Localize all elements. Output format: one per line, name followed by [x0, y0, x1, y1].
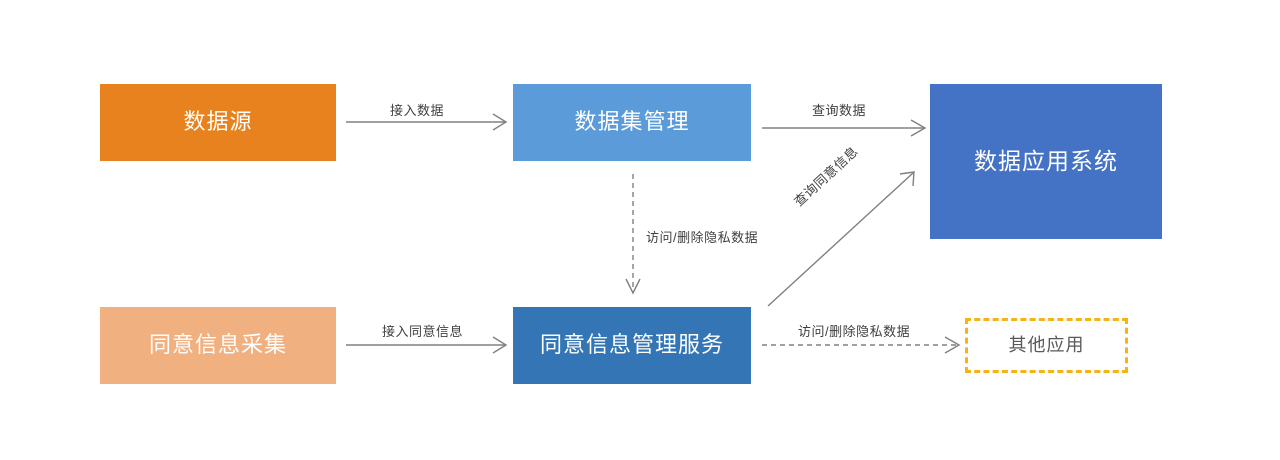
edge-label-ingest-consent-info: 接入同意信息 [382, 324, 464, 339]
node-dataset-management[interactable]: 数据集管理 [513, 84, 751, 161]
node-consent-management-service-label: 同意信息管理服务 [539, 332, 724, 358]
edge-access-delete-private-data-vertical [625, 174, 641, 295]
edge-label-ingest-data: 接入数据 [390, 103, 445, 118]
edge-label-query-data: 查询数据 [812, 103, 867, 118]
node-data-application-system[interactable]: 数据应用系统 [930, 84, 1162, 239]
edge-label-access-delete-private-data-vertical: 访问/删除隐私数据 [646, 230, 759, 245]
node-other-applications[interactable]: 其他应用 [965, 318, 1128, 373]
node-consent-collection[interactable]: 同意信息采集 [100, 307, 336, 384]
node-data-application-system-label: 数据应用系统 [974, 147, 1118, 174]
node-consent-collection-label: 同意信息采集 [148, 332, 287, 358]
node-datasource[interactable]: 数据源 [100, 84, 336, 161]
node-datasource-label: 数据源 [183, 109, 253, 135]
edge-query-data [762, 119, 927, 137]
edge-label-query-consent-info: 查询同意信息 [791, 143, 861, 210]
node-consent-management-service[interactable]: 同意信息管理服务 [513, 307, 751, 384]
node-dataset-management-label: 数据集管理 [574, 109, 690, 135]
node-other-applications-label: 其他应用 [1008, 334, 1085, 355]
edge-label-access-delete-private-data-other: 访问/删除隐私数据 [798, 324, 911, 339]
edge-query-consent-info [767, 171, 915, 307]
